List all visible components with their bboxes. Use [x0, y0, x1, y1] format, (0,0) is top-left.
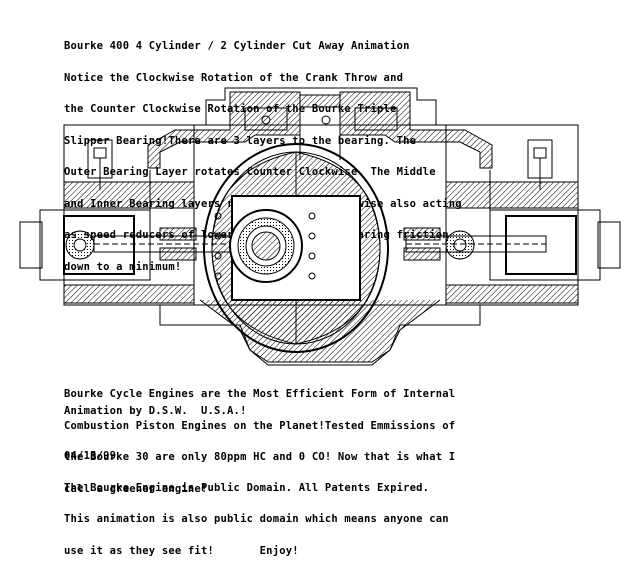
top-port-left: [244, 107, 288, 131]
paragraph-line: Combustion Piston Engines on the Planet!…: [64, 419, 456, 432]
header-line: Bourke 400 4 Cylinder / 2 Cylinder Cut A…: [64, 40, 410, 52]
paragraph-line: Bourke Cycle Engines are the Most Effici…: [64, 388, 456, 400]
notice-line: use it as they see fit! Enjoy!: [64, 544, 299, 557]
yoke-bolts: [214, 212, 316, 280]
piston-right: [505, 215, 577, 275]
sump: [199, 299, 441, 363]
cylinder-left: [39, 209, 151, 281]
notice-line: The Bourke Engine is Public Domain. All …: [64, 481, 430, 494]
date-line: 04/15/99: [64, 450, 117, 462]
cylinder-head-right: [445, 181, 579, 209]
cylinder-right: [489, 209, 601, 281]
notice-block: 04/15/99 The Bourke Engine is Public Dom…: [64, 430, 449, 567]
credit-line: Animation by D.S.W. U.S.A.!: [64, 405, 247, 417]
engine-cutaway-drawing: [19, 87, 621, 366]
top-port-right: [354, 107, 398, 131]
notice-line: This animation is also public domain whi…: [64, 513, 449, 525]
manifold-right: [339, 91, 493, 169]
cylinder-head-left: [63, 181, 195, 209]
paragraph-line: the Bourke 30 are only 80ppm HC and 0 CO…: [64, 451, 456, 463]
piston-left: [63, 215, 135, 275]
header-line: Notice the Clockwise Rotation of the Cra…: [64, 71, 404, 84]
header-line: down to a minimum!: [64, 260, 182, 273]
